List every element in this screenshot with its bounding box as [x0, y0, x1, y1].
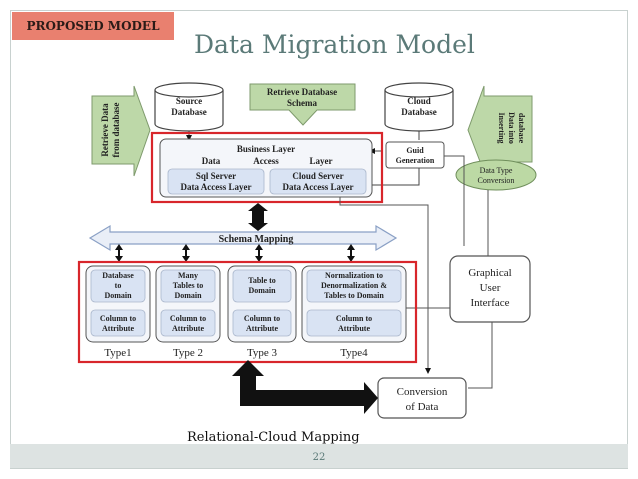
type-attribute-box	[160, 309, 216, 337]
data-type-conversion: Data Type Conversion	[455, 159, 537, 191]
conversion-of-data: Conversion of Data	[377, 377, 467, 419]
schema-mapping-arrow: Schema Mapping	[88, 224, 398, 252]
type-attribute-line: Column to	[336, 314, 372, 323]
type-mapping-box	[306, 269, 402, 303]
type-attribute-line: Column to	[170, 314, 206, 323]
business-layer: Business Layer Data Access Layer Sql Ser…	[159, 138, 373, 198]
conversion-label-1: Conversion	[397, 386, 448, 398]
type-label: Type4	[340, 347, 368, 359]
retrieve-schema-arrow: Retrieve Database Schema	[249, 83, 356, 126]
cloud-dal-box	[269, 168, 367, 195]
section-tag: PROPOSED MODEL	[12, 12, 174, 40]
type-attribute-line: Attribute	[102, 324, 134, 333]
type-attribute-line: Attribute	[338, 324, 370, 333]
type-mapping-line: Tables to	[173, 281, 204, 290]
layer-word: Layer	[310, 156, 333, 166]
inserting-data-arrow: Inserting Data into database	[467, 85, 533, 173]
type-label: Type 3	[247, 347, 278, 359]
cloud-database: Cloud Database	[384, 82, 454, 132]
guid-label-1: Guid	[406, 146, 424, 155]
type-label: Type1	[104, 347, 131, 359]
type-mapping-line: Domain	[104, 291, 132, 300]
page-number: 22	[312, 452, 326, 463]
source-database: Source Database	[154, 82, 224, 132]
inserting-label-2: Data into	[507, 112, 516, 144]
cloud-db-label-1: Cloud	[407, 96, 431, 106]
type-mapping-line: Domain	[174, 291, 202, 300]
graphical-user-interface: Graphical User Interface	[449, 255, 531, 323]
type-mapping-box	[232, 269, 292, 303]
gui-label-2: User	[480, 282, 501, 294]
conversion-elbow-arrow	[232, 360, 378, 414]
business-layer-label: Business Layer	[237, 144, 295, 154]
access-word: Access	[253, 156, 279, 166]
guid-generation: Guid Generation	[385, 141, 445, 169]
mapping-connectors	[115, 244, 355, 262]
type-mapping-line: Domain	[248, 286, 276, 295]
type-mapping-line: Tables to Domain	[324, 291, 384, 300]
retrieve-schema-label-2: Schema	[287, 98, 317, 108]
sql-dal-label-1: Sql Server	[196, 171, 236, 181]
type-attribute-box	[306, 309, 402, 337]
diagram-caption: Relational-Cloud Mapping	[187, 430, 360, 445]
schema-mapping-label: Schema Mapping	[219, 234, 294, 245]
inserting-label-1: Inserting	[497, 112, 506, 143]
type-mapping-line: Database	[102, 271, 134, 280]
sql-dal-label-2: Data Access Layer	[181, 182, 252, 192]
dtc-label-2: Conversion	[478, 176, 515, 185]
type-attribute-line: Attribute	[246, 324, 278, 333]
type-mapping-line: Table to	[248, 276, 276, 285]
type-attribute-line: Attribute	[172, 324, 204, 333]
slide-title: Data Migration Model	[194, 30, 475, 59]
type-attribute-line: Column to	[244, 314, 280, 323]
data-word: Data	[202, 156, 221, 166]
type-attribute-box	[232, 309, 292, 337]
guid-label-2: Generation	[396, 156, 435, 165]
dtc-label-1: Data Type	[480, 166, 513, 175]
type-mapping-line: to	[115, 281, 122, 290]
retrieve-data-arrow: Retrieve Data from database	[91, 85, 151, 177]
gui-label-1: Graphical	[468, 267, 511, 279]
type-attribute-line: Column to	[100, 314, 136, 323]
cloud-dal-label-1: Cloud Server	[292, 171, 343, 181]
type-mapping-line: Many	[178, 271, 198, 280]
type-mapping-box	[160, 269, 216, 303]
inserting-label-3: database	[517, 113, 526, 144]
gui-label-3: Interface	[470, 297, 509, 309]
retrieve-schema-label-1: Retrieve Database	[267, 87, 337, 97]
side-connectors	[339, 155, 493, 389]
conversion-label-2: of Data	[406, 401, 439, 413]
source-db-label-2: Database	[171, 107, 207, 117]
cloud-dal-label-2: Data Access Layer	[283, 182, 354, 192]
type-attribute-box	[90, 309, 146, 337]
type-mapping-line: Normalization to	[325, 271, 383, 280]
retrieve-data-label-1: Retrieve Data	[100, 103, 110, 157]
type-mapping-line: Denormalization &	[321, 281, 387, 290]
type-label: Type 2	[173, 347, 203, 359]
sql-dal-box	[167, 168, 265, 195]
cloud-db-label-2: Database	[401, 107, 437, 117]
source-db-label-1: Source	[176, 96, 202, 106]
retrieve-data-label-2: from database	[111, 102, 121, 157]
footer-bar	[10, 444, 628, 468]
business-to-schema-arrow	[248, 203, 268, 231]
type-mapping-box	[90, 269, 146, 303]
business-layer-outline	[150, 131, 384, 204]
slide-frame	[10, 10, 628, 469]
